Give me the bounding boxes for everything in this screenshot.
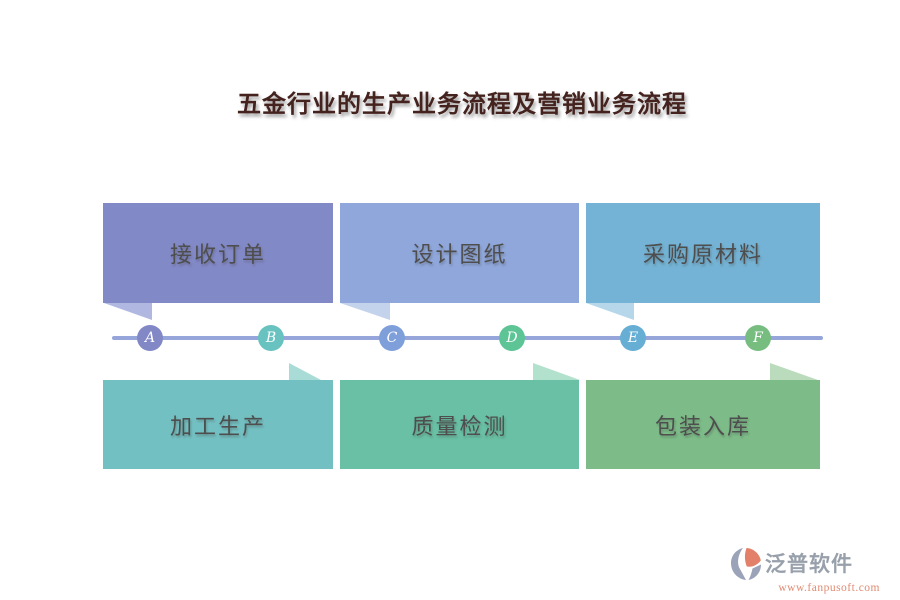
timeline-node-c[interactable]: C <box>379 325 405 351</box>
timeline-node-d[interactable]: D <box>499 325 525 351</box>
process-box-quality-inspection[interactable]: 质量检测 <box>340 380 579 469</box>
process-box-manufacturing[interactable]: 加工生产 <box>103 380 333 469</box>
vendor-url[interactable]: www.fanpusoft.com <box>778 582 880 594</box>
timeline-node-b[interactable]: B <box>258 325 284 351</box>
timeline-node-a[interactable]: A <box>137 325 163 351</box>
bubble-tail <box>104 303 152 320</box>
timeline-line <box>112 336 823 340</box>
process-box-design-drawing[interactable]: 设计图纸 <box>340 203 579 303</box>
page-title: 五金行业的生产业务流程及营销业务流程 <box>237 92 687 118</box>
process-box-packing-warehousing[interactable]: 包装入库 <box>586 380 820 469</box>
timeline-node-f[interactable]: F <box>745 325 771 351</box>
vendor-watermark: 泛普软件 www.fanpusoft.com <box>730 547 880 594</box>
bubble-tail <box>533 363 580 380</box>
fanpu-logo-icon <box>731 548 761 580</box>
process-box-receive-order[interactable]: 接收订单 <box>103 203 333 303</box>
process-box-purchase-material[interactable]: 采购原材料 <box>586 203 820 303</box>
bubble-tail <box>340 303 390 320</box>
vendor-name: 泛普软件 <box>765 552 853 576</box>
bubble-tail <box>586 303 634 320</box>
bubble-tail <box>289 363 321 380</box>
bubble-tail <box>770 363 818 380</box>
timeline-node-e[interactable]: E <box>620 325 646 351</box>
